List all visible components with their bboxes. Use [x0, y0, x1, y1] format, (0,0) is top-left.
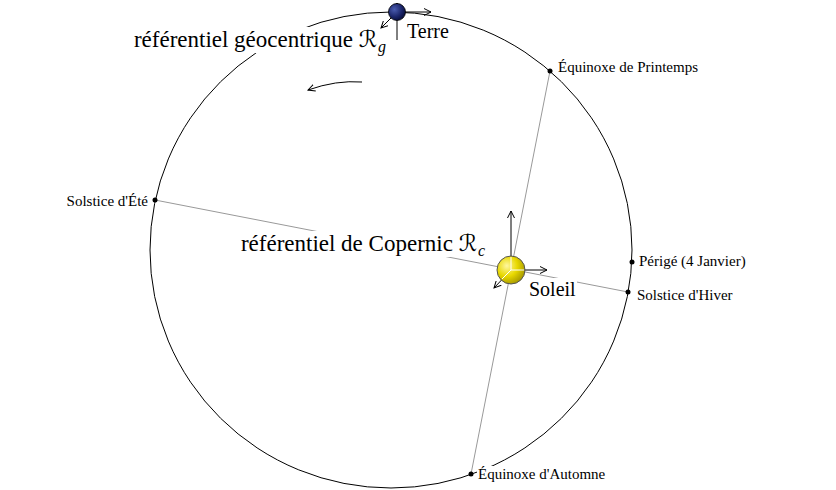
- orbit-point: [626, 290, 631, 295]
- orbit-point-label: Solstice d'Hiver: [636, 287, 734, 304]
- earth-sphere: [389, 4, 406, 21]
- star-label: Soleil: [528, 278, 577, 301]
- axis-arrow: [511, 211, 512, 270]
- orbit-point: [153, 198, 158, 203]
- axis-arrow: [511, 270, 547, 271]
- sun-sphere: [497, 256, 525, 284]
- orbit-point: [548, 69, 553, 74]
- frame-label: référentiel géocentrique ℛ: [133, 27, 378, 53]
- equinox-line: [471, 71, 550, 474]
- orbit-point-label: Équinoxe d'Automne: [477, 466, 606, 483]
- direction-arrow: [308, 82, 362, 90]
- orbit-point-label: Périgé (4 Janvier): [638, 253, 747, 270]
- orbit-point: [469, 472, 474, 477]
- frame-label: référentiel de Copernic ℛ: [240, 231, 478, 257]
- frame-subscript: g: [377, 38, 387, 56]
- frame-subscript: c: [477, 242, 486, 260]
- planet-label: Terre: [406, 20, 450, 43]
- orbit-point-label: Équinoxe de Printemps: [557, 59, 699, 76]
- orbit-point: [630, 260, 635, 265]
- sun-axes-marks: [502, 257, 524, 279]
- orbit-point-label: Solstice d'Été: [66, 193, 149, 210]
- orbit-ellipse: [150, 12, 632, 488]
